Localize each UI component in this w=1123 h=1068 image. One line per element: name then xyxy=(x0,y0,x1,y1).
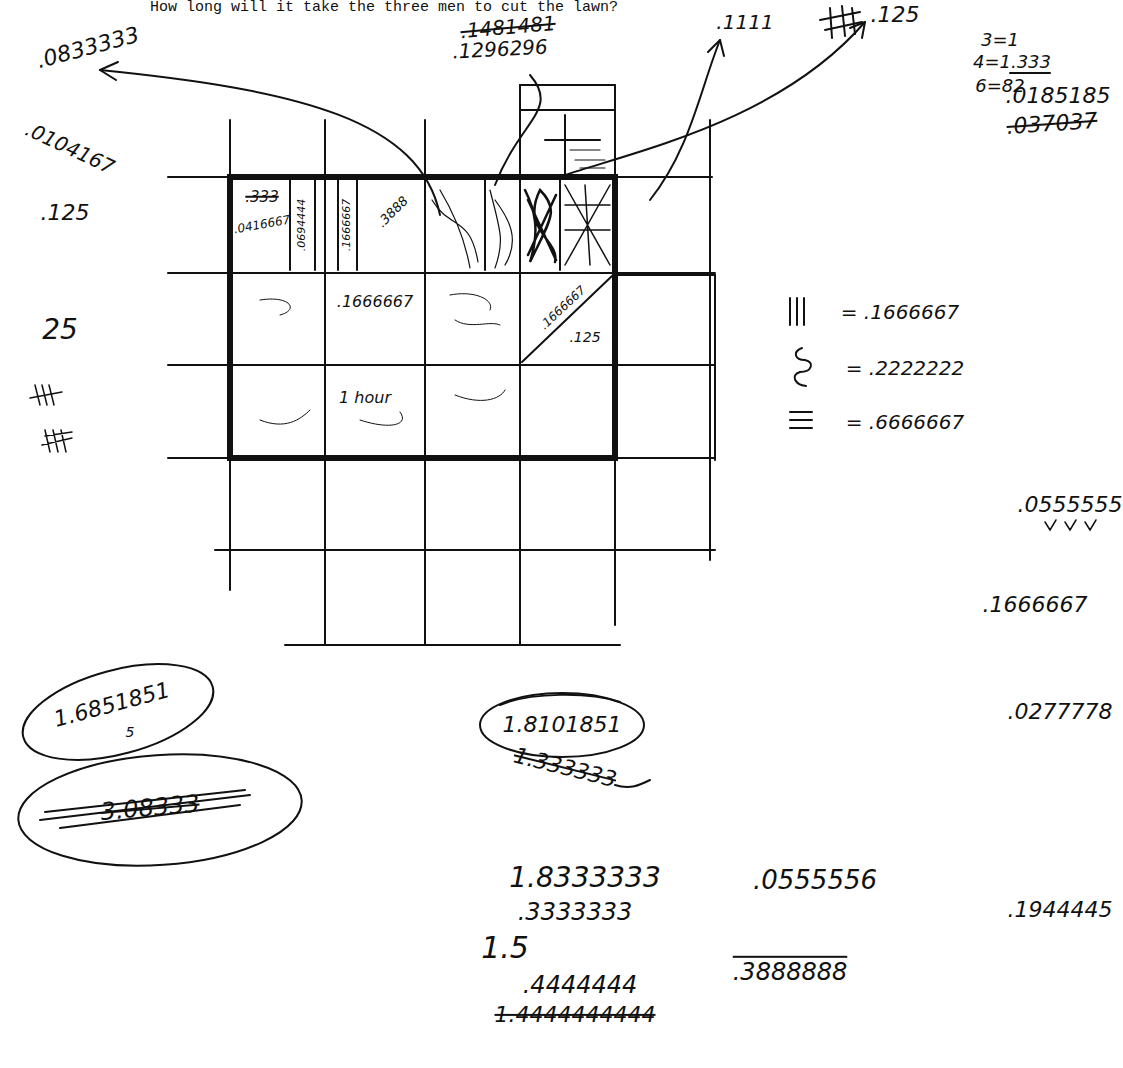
handwritten-number: .4444444 xyxy=(523,972,638,998)
handwritten-number: .3888888 xyxy=(733,959,848,985)
handwritten-number: .1666667 xyxy=(538,284,589,333)
handwritten-number: = .1666667 xyxy=(841,301,960,323)
handwritten-number: .1666667 xyxy=(341,199,353,252)
handwritten-number: 1.4444444444 xyxy=(495,1003,656,1027)
handwritten-number: 5 xyxy=(126,725,135,740)
handwritten-number: .1944445 xyxy=(1008,898,1113,922)
handwritten-number: .0277778 xyxy=(1008,700,1113,724)
handwritten-number: = .6666667 xyxy=(846,411,965,433)
handwritten-number: 25 xyxy=(42,315,78,346)
handwritten-number: .0833333 xyxy=(34,23,142,74)
handwritten-number: 1.8333333 xyxy=(509,863,660,894)
handwritten-number: 1 hour xyxy=(339,389,391,407)
handwritten-number: 1.8101851 xyxy=(503,713,622,737)
handwritten-number: .1296296 xyxy=(452,36,548,63)
handwritten-number: .037037 xyxy=(1006,109,1098,139)
handwritten-number: 3=1 xyxy=(981,30,1019,50)
handwritten-number: 3.08333 xyxy=(99,791,200,826)
handwritten-number: .1666667 xyxy=(983,593,1088,617)
handwritten-number: .0555556 xyxy=(753,866,877,895)
handwritten-number: .125 xyxy=(41,201,90,225)
handwritten-number: .125 xyxy=(871,3,920,27)
handwritten-number: .1666667 xyxy=(337,293,413,311)
handwritten-number: .0694444 xyxy=(296,199,308,252)
handwritten-number: .0555555 xyxy=(1018,493,1123,517)
handwritten-number: .0185185 xyxy=(1006,84,1111,108)
handwritten-number: = .2222222 xyxy=(846,357,965,379)
handwritten-number: 4=1.333 xyxy=(973,52,1051,72)
handwritten-number: 1.333333 xyxy=(511,744,619,793)
handwritten-number: .0104167 xyxy=(22,118,118,178)
handwritten-number: .3888 xyxy=(375,194,411,230)
handwritten-number: .1111 xyxy=(716,11,773,33)
handwritten-number: .333 xyxy=(245,189,278,206)
handwritten-number: .0416667 xyxy=(233,214,292,237)
handwritten-number: 1.5 xyxy=(481,931,529,964)
handwritten-number: .125 xyxy=(569,330,600,345)
handwritten-number: .3333333 xyxy=(518,899,633,925)
